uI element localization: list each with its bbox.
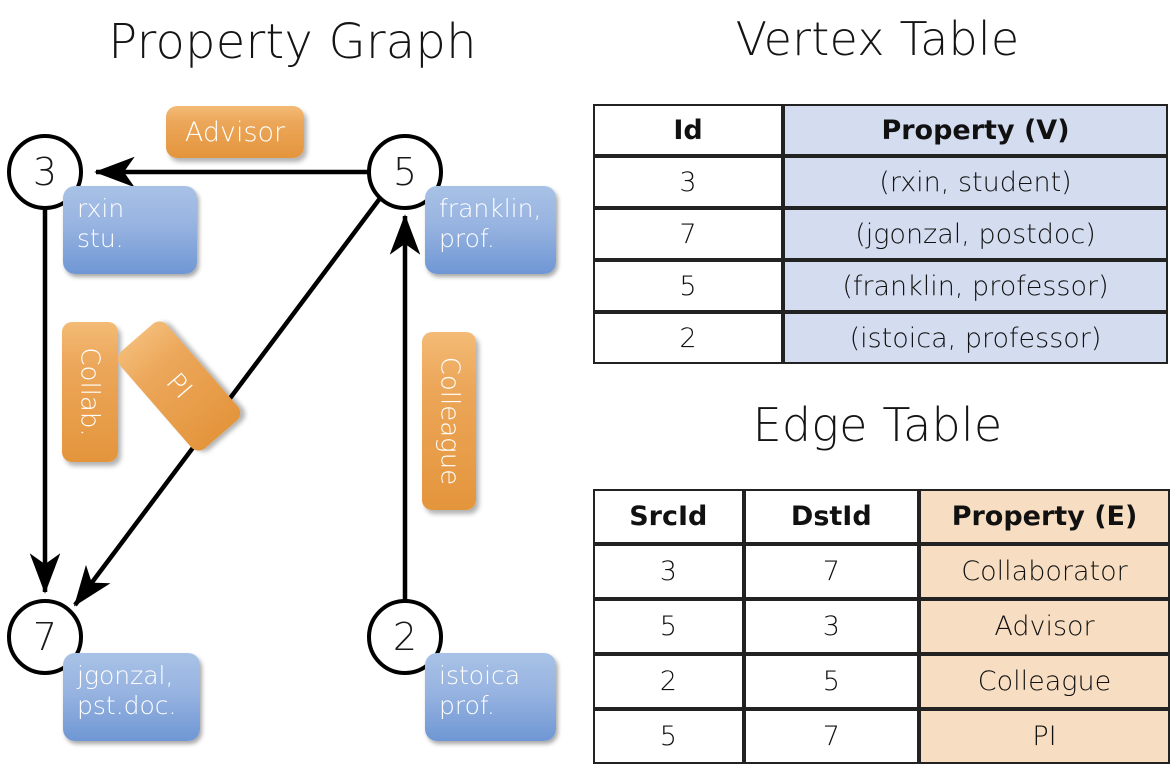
table-row: 3 7 Collaborator (593, 544, 1170, 599)
edge-row-1-src: 5 (593, 599, 744, 654)
edge-row-2-dst: 5 (743, 654, 920, 709)
vertex-7-line2: pst.doc. (77, 690, 177, 720)
vertex-2-line1: istoica (439, 661, 521, 690)
vertex-row-3-id: 2 (593, 312, 783, 364)
vertex-5-line1: franklin, (439, 194, 542, 223)
vertex-3-line1: rxin (77, 194, 125, 223)
vertex-2-line2: prof. (439, 690, 495, 720)
vertex-3-line2: stu. (77, 223, 124, 253)
edge-label-collab: Collab. (62, 322, 118, 462)
vertex-property-box-5: franklin, prof. (425, 186, 556, 274)
vertex-row-1-property: (jgonzal, postdoc) (783, 208, 1168, 260)
table-header-row: Id Property (V) (593, 104, 1168, 156)
page-title-edge-table: Edge Table (752, 398, 1003, 452)
table-row: 2 5 Colleague (593, 654, 1170, 709)
page-title-property-graph: Property Graph (108, 14, 477, 70)
vertex-property-box-2: istoica prof. (425, 653, 556, 741)
edge-row-0-dst: 7 (743, 544, 920, 599)
graph-node-3-label: 3 (32, 150, 58, 194)
edge-row-3-dst: 7 (743, 709, 920, 764)
table-row: 3 (rxin, student) (593, 156, 1168, 208)
edge-row-1-property: Advisor (919, 599, 1170, 654)
vertex-table: Id Property (V) 3 (rxin, student) 7 (jgo… (593, 104, 1168, 364)
table-row: 5 (franklin, professor) (593, 260, 1168, 312)
edge-row-2-src: 2 (593, 654, 744, 709)
vertex-row-2-id: 5 (593, 260, 783, 312)
graph-node-2[interactable]: 2 (367, 599, 443, 675)
edge-table-header-srcid: SrcId (593, 489, 744, 544)
table-row: 5 3 Advisor (593, 599, 1170, 654)
edge-row-3-property: PI (919, 709, 1170, 764)
table-row: 5 7 PI (593, 709, 1170, 764)
edge-label-colleague: Colleague (422, 332, 476, 510)
edge-row-0-src: 3 (593, 544, 744, 599)
vertex-row-0-id: 3 (593, 156, 783, 208)
edge-row-0-property: Collaborator (919, 544, 1170, 599)
edge-table-header-dstid: DstId (743, 489, 920, 544)
vertex-7-line1: jgonzal, (77, 661, 174, 690)
graph-node-5-label: 5 (392, 150, 418, 194)
edge-row-1-dst: 3 (743, 599, 920, 654)
table-row: 2 (istoica, professor) (593, 312, 1168, 364)
vertex-table-header-property: Property (V) (783, 104, 1168, 156)
graph-node-2-label: 2 (392, 615, 418, 659)
edge-table: SrcId DstId Property (E) 3 7 Collaborato… (593, 489, 1170, 764)
vertex-row-3-property: (istoica, professor) (783, 312, 1168, 364)
edge-row-2-property: Colleague (919, 654, 1170, 709)
page-title-vertex-table: Vertex Table (735, 12, 1020, 66)
vertex-property-box-7: jgonzal, pst.doc. (63, 653, 200, 741)
property-graph-diagram: Advisor Collab. PI Colleague 3 5 7 2 rxi… (0, 0, 585, 760)
vertex-5-line2: prof. (439, 223, 495, 253)
edge-table-header-property: Property (E) (919, 489, 1170, 544)
edge-label-advisor: Advisor (166, 106, 304, 158)
graph-node-5[interactable]: 5 (367, 134, 443, 210)
vertex-row-0-property: (rxin, student) (783, 156, 1168, 208)
vertex-table-header-id: Id (593, 104, 783, 156)
table-header-row: SrcId DstId Property (E) (593, 489, 1170, 544)
edge-row-3-src: 5 (593, 709, 744, 764)
vertex-row-2-property: (franklin, professor) (783, 260, 1168, 312)
vertex-property-box-3: rxin stu. (63, 186, 197, 274)
table-row: 7 (jgonzal, postdoc) (593, 208, 1168, 260)
graph-node-7-label: 7 (32, 615, 58, 659)
vertex-row-1-id: 7 (593, 208, 783, 260)
